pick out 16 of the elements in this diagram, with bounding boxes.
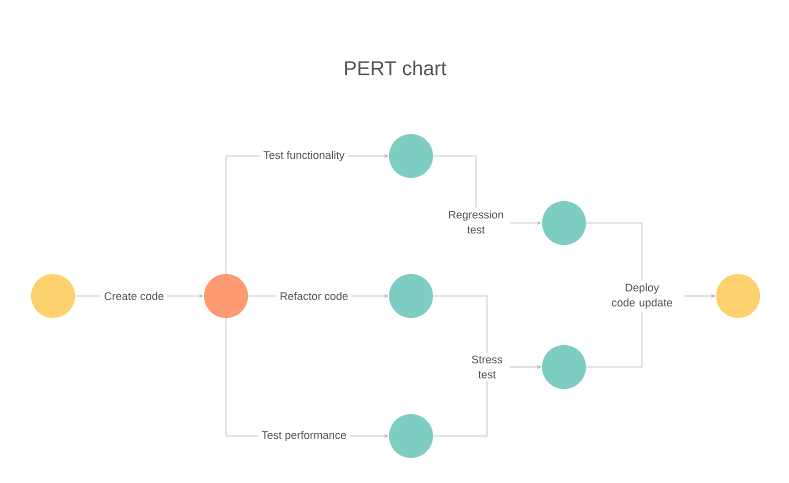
event-circle bbox=[31, 274, 75, 318]
event-circle bbox=[542, 345, 586, 389]
edge-label: Deploy code update bbox=[600, 280, 684, 312]
event-circle bbox=[389, 414, 433, 458]
edge-label: Regression test bbox=[442, 207, 510, 237]
event-circle bbox=[389, 134, 433, 178]
edge-label: Create code bbox=[101, 288, 167, 304]
edge-label: Test performance bbox=[258, 428, 350, 444]
title: PERT chart bbox=[345, 60, 446, 76]
event-circle bbox=[716, 274, 760, 318]
edge-label: Test functionality bbox=[260, 148, 348, 164]
event-circle bbox=[204, 274, 248, 318]
event-circle bbox=[542, 201, 586, 245]
edge-label: Refactor code bbox=[276, 288, 352, 304]
edge-label: Stress test bbox=[464, 352, 510, 382]
event-circle bbox=[389, 274, 433, 318]
